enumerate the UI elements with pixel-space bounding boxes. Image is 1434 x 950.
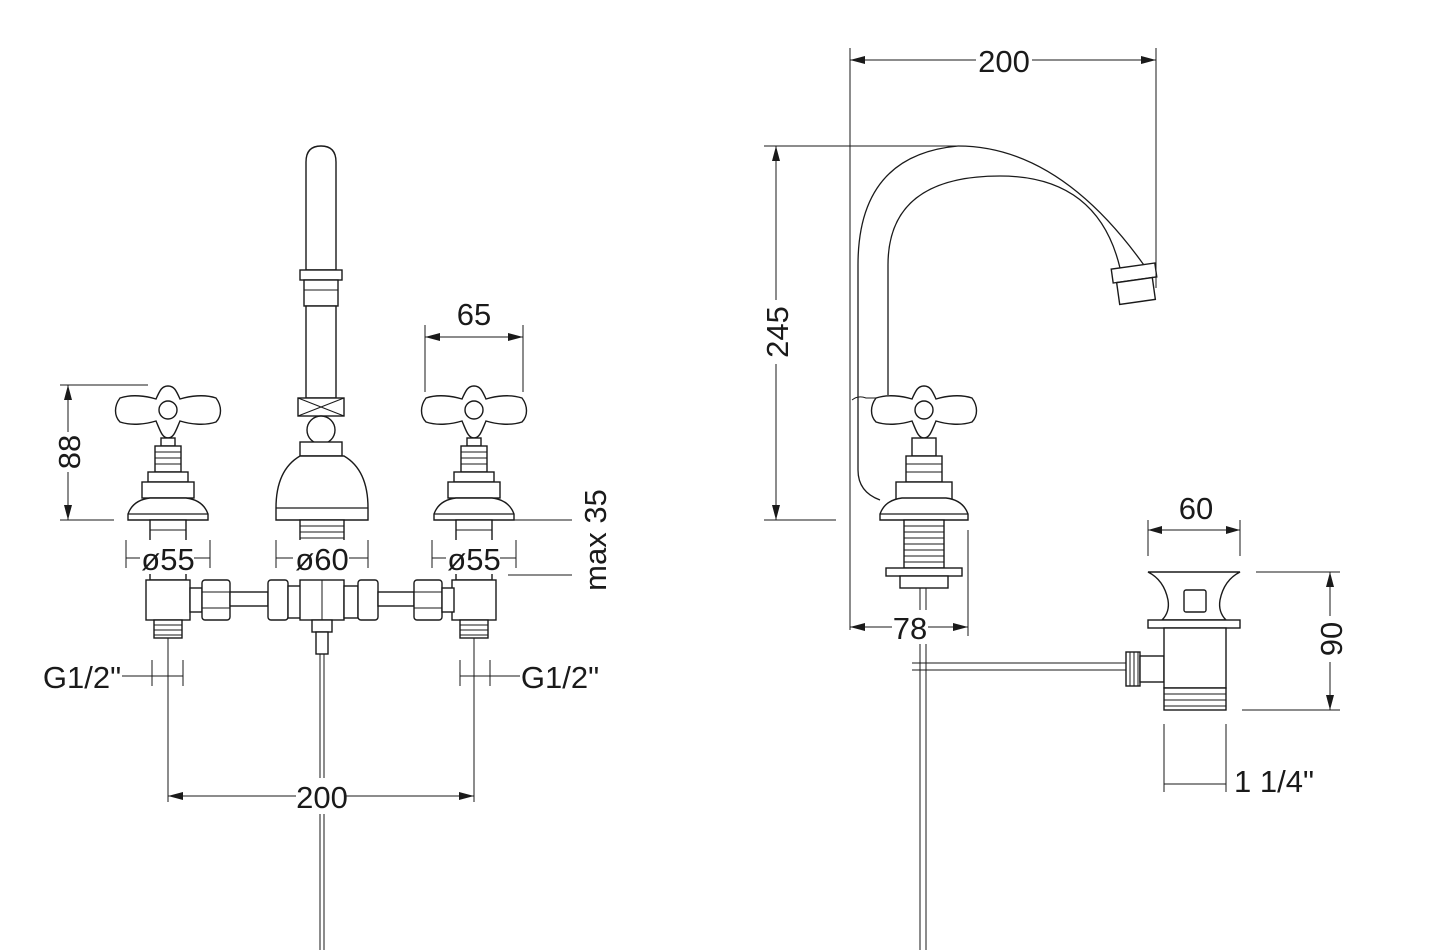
gooseneck-spout xyxy=(851,145,1158,501)
label-65: 65 xyxy=(457,297,491,332)
front-view: 65 88 max 35 ø55 xyxy=(43,145,613,950)
label-front-200: 200 xyxy=(296,780,348,815)
dim-right-thread: G1/2" xyxy=(459,660,599,695)
dim-side-reach: 200 xyxy=(849,42,1157,630)
pop-up-waste xyxy=(1147,571,1241,711)
dim-handle-height: 88 xyxy=(52,384,148,521)
center-spout xyxy=(275,145,369,573)
dim-center-diameter: ø60 xyxy=(275,540,369,577)
label-max-35: max 35 xyxy=(578,489,613,591)
label-78: 78 xyxy=(893,611,927,646)
label-left-thread: G1/2" xyxy=(43,660,121,695)
label-60: 60 xyxy=(1179,491,1213,526)
dim-waste-width: 60 xyxy=(1147,491,1241,556)
label-right-diameter: ø55 xyxy=(447,542,500,577)
dim-side-base: 78 xyxy=(850,530,969,646)
dim-max-deck: max 35 xyxy=(508,489,613,591)
side-valve xyxy=(870,385,978,950)
dim-waste-height: 90 xyxy=(1242,571,1349,711)
dim-left-thread: G1/2" xyxy=(43,660,184,695)
label-90: 90 xyxy=(1314,622,1349,656)
popup-rod xyxy=(912,651,1165,687)
label-left-diameter: ø55 xyxy=(141,542,194,577)
dim-side-height: 245 xyxy=(758,145,958,521)
label-245: 245 xyxy=(760,306,795,358)
dim-right-diameter: ø55 xyxy=(431,540,517,577)
label-right-thread: G1/2" xyxy=(521,660,599,695)
dim-left-diameter: ø55 xyxy=(125,540,211,577)
right-valve xyxy=(420,385,528,639)
dim-waste-thread: 1 1/4" xyxy=(1163,724,1314,799)
dim-front-spacing: 200 xyxy=(167,638,475,815)
side-view: 200 245 78 60 xyxy=(758,42,1349,950)
label-side-200: 200 xyxy=(978,44,1030,79)
label-center-diameter: ø60 xyxy=(295,542,348,577)
label-waste-thread: 1 1/4" xyxy=(1234,764,1314,799)
label-88: 88 xyxy=(52,435,87,469)
dim-spout-width: 65 xyxy=(424,297,524,392)
connector-pipes xyxy=(189,579,455,950)
